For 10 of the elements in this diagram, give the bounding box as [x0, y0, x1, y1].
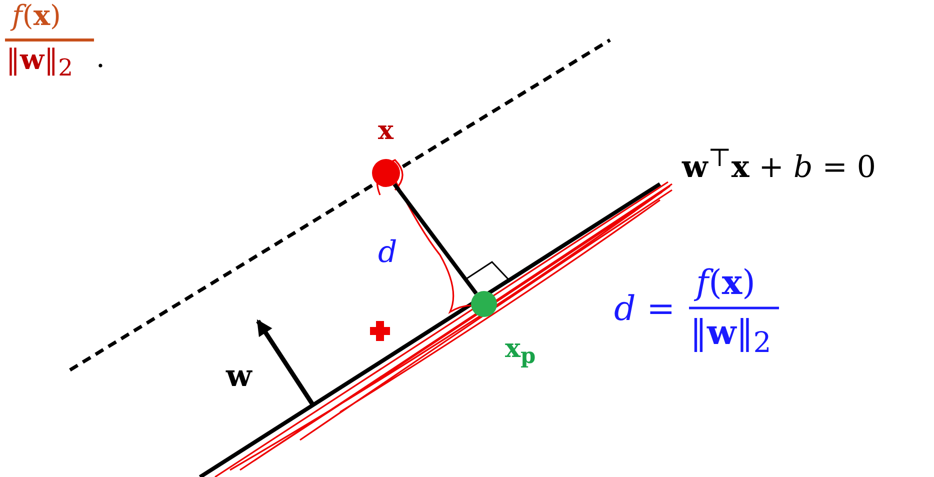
point-label: x$_{p}$ — [505, 336, 536, 368]
formula-numerator: f(x) — [12, 2, 61, 30]
formula-period: . — [96, 44, 105, 72]
formula-numerator: f(x) — [696, 266, 756, 300]
distance-formula: d = — [614, 292, 676, 326]
formula-denominator: ‖w‖$_{2}$ — [690, 316, 772, 358]
vector-label: w — [226, 362, 252, 392]
distance-segment — [392, 183, 478, 295]
formula-denominator: ‖w‖$_{2}$ — [6, 46, 73, 80]
point-label: x — [378, 118, 394, 144]
